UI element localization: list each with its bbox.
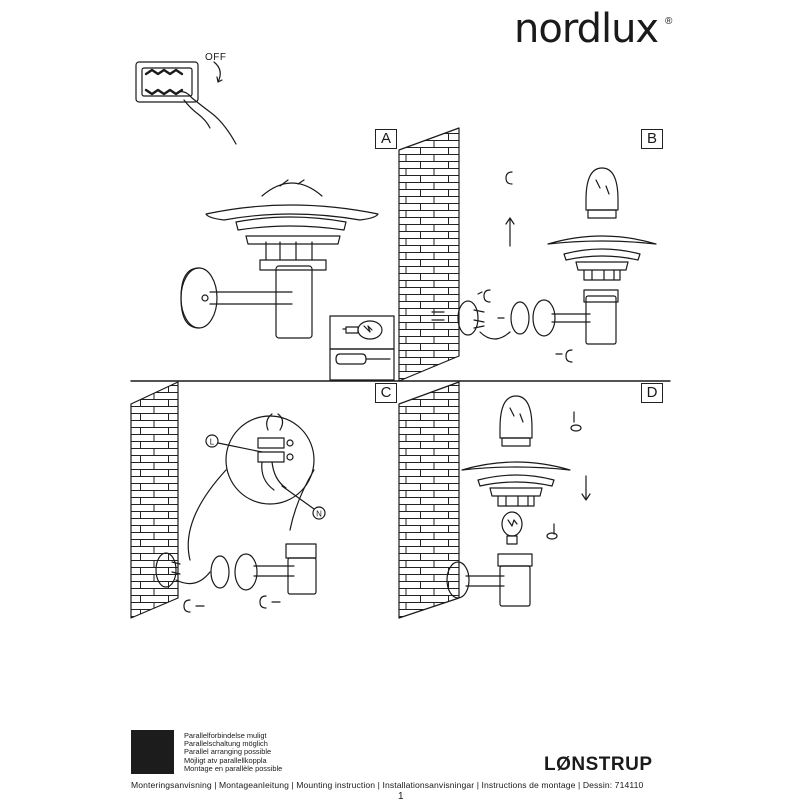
brick-wall-ab	[398, 127, 460, 382]
step-label-a: A	[375, 129, 397, 149]
live-wire-label: L	[210, 438, 215, 447]
parallel-info-line: Montage en parallèle possible	[184, 763, 283, 773]
product-name: LØNSTRUP	[544, 754, 653, 775]
wiring-detail-c	[155, 413, 326, 613]
registered-mark: ®	[665, 16, 673, 27]
step-label-d: D	[641, 383, 663, 403]
parallel-info-line: Parallel arranging possible	[184, 747, 272, 757]
brand-logo: nordlux	[514, 6, 659, 52]
lamp-assembled	[180, 179, 379, 339]
lamp-exploded-b	[431, 167, 657, 363]
off-label: OFF	[205, 52, 227, 63]
instructions-line: Monteringsanvisning | Montageanleitung |…	[131, 780, 644, 790]
brick-wall-d	[398, 381, 460, 619]
parallel-info-line: Parallelforbindelse muligt	[184, 731, 267, 740]
parallel-icon-box	[131, 730, 174, 774]
brick-wall-c	[130, 381, 179, 619]
step-label-c: C	[375, 383, 397, 403]
page-number: 1	[398, 791, 404, 802]
parallel-info-line: Möjligt atv parallellkoppla	[184, 755, 267, 765]
tool-boxes	[329, 315, 395, 381]
neutral-wire-label: N	[316, 510, 322, 519]
lamp-exploded-d	[446, 395, 591, 607]
power-switch-illustration	[135, 61, 237, 145]
parallel-info-line: Parallelschaltung möglich	[184, 739, 268, 749]
step-label-b: B	[641, 129, 663, 149]
bulb-icon	[357, 320, 383, 340]
parallel-info-list: Parallelforbindelse muligt Parallelschal…	[184, 731, 283, 773]
screwdriver-icon	[335, 353, 367, 365]
